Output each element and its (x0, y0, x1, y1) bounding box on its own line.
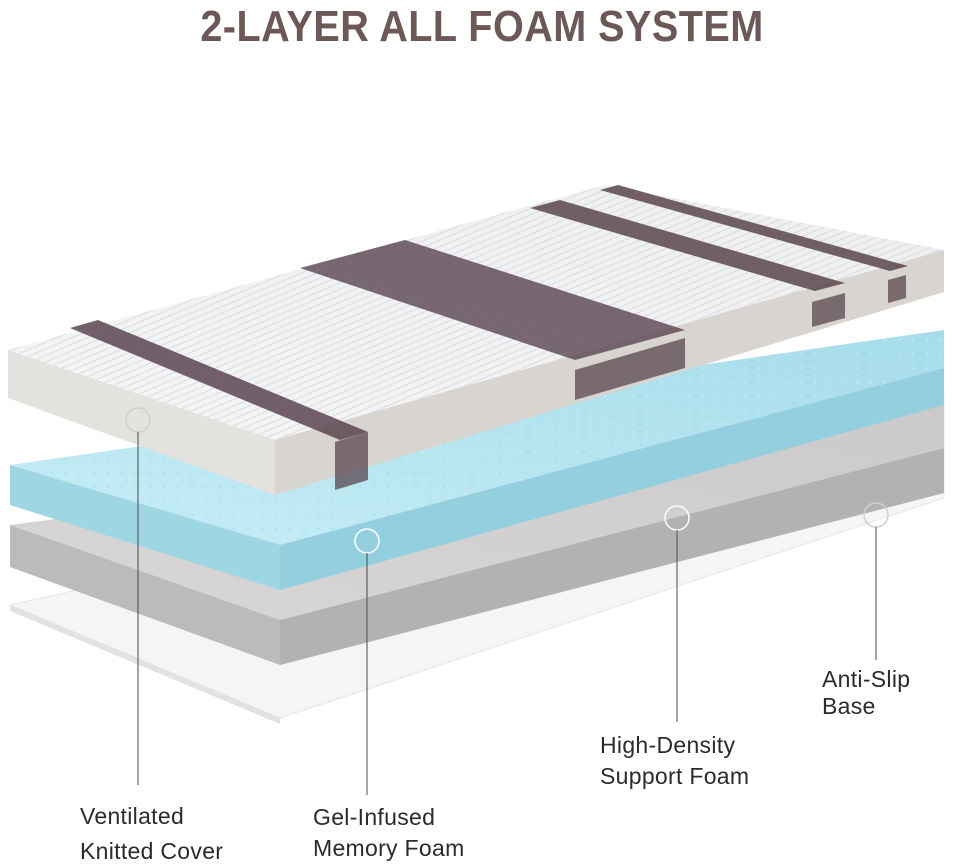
label-line: Base (822, 693, 876, 719)
label-line: Ventilated (80, 803, 185, 829)
page-title: 2-LAYER ALL FOAM SYSTEM (200, 2, 764, 51)
label-line: High-Density (600, 732, 736, 758)
label-support-foam: High-Density Support Foam (600, 730, 749, 792)
callout-base (863, 502, 889, 660)
label-line: Gel-Infused (313, 804, 436, 830)
knitted-cover-layer (8, 185, 944, 495)
label-knitted-cover: Ventilated Knitted Cover (80, 801, 223, 867)
callout-gel-foam (354, 528, 380, 795)
label-line: Anti-Slip (822, 666, 911, 692)
callout-cover (125, 407, 151, 785)
label-anti-slip-base: Anti-Slip Base (822, 666, 910, 720)
label-gel-memory-foam: Gel-Infused Memory Foam (313, 802, 465, 864)
label-line: Knitted Cover (80, 838, 224, 864)
gel-memory-foam-layer (10, 330, 944, 590)
label-line: Memory Foam (313, 835, 465, 861)
label-line: Support Foam (600, 763, 750, 789)
callout-support-foam (664, 505, 690, 722)
